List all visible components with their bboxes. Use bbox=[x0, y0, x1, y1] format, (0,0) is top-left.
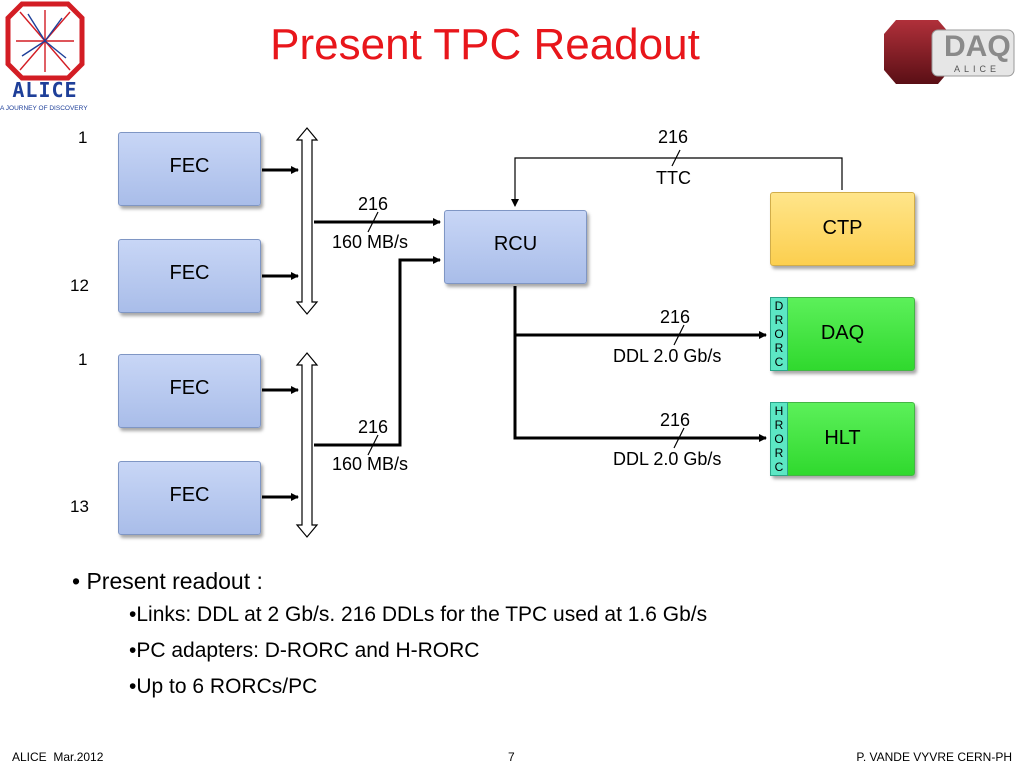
hlt-link-rate: DDL 2.0 Gb/s bbox=[613, 449, 722, 469]
bullet-sub: •Links: DDL at 2 Gb/s. 216 DDLs for the … bbox=[129, 603, 708, 626]
hlt-box: HLT bbox=[770, 402, 915, 476]
bullet-sub: •Up to 6 RORCs/PC bbox=[129, 675, 318, 698]
rorc-letter: O bbox=[774, 432, 784, 446]
drorc-tag: D R O R C bbox=[770, 297, 788, 371]
fec-index-label: 13 bbox=[70, 497, 89, 516]
daq-link-rate: DDL 2.0 Gb/s bbox=[613, 346, 722, 366]
fec-box: FEC bbox=[118, 354, 261, 428]
footer-left: ALICE Mar.2012 bbox=[12, 750, 104, 764]
alice-logo-name: ALICE bbox=[12, 78, 78, 102]
daq-logo-sub: ALICE bbox=[954, 64, 1001, 74]
footer-right: P. VANDE VYVRE CERN-PH bbox=[856, 750, 1012, 764]
fec-index-label: 1 bbox=[78, 128, 88, 147]
page-title: Present TPC Readout bbox=[270, 20, 700, 69]
bullet-sub-text: Links: DDL at 2 Gb/s. 216 DDLs for the T… bbox=[136, 603, 708, 626]
daq-box: DAQ bbox=[770, 297, 915, 371]
rcu-box: RCU bbox=[444, 210, 587, 284]
rorc-letter: R bbox=[774, 446, 784, 460]
upper-link-rate: 160 MB/s bbox=[332, 232, 409, 252]
fec-box: FEC bbox=[118, 132, 261, 206]
rorc-letter: R bbox=[774, 313, 784, 327]
daq-logo-emblem bbox=[884, 20, 1015, 84]
rorc-letter: R bbox=[774, 418, 784, 432]
alice-logo-tagline: A JOURNEY OF DISCOVERY bbox=[0, 105, 88, 112]
rorc-letter: R bbox=[774, 341, 784, 355]
fec-index-label: 12 bbox=[70, 276, 89, 295]
bullet-main-text: Present readout : bbox=[86, 568, 263, 594]
fec-box: FEC bbox=[118, 461, 261, 535]
bullet-list: • Present readout : •Links: DDL at 2 Gb/… bbox=[72, 568, 707, 711]
alice-logo: ALICE A JOURNEY OF DISCOVERY bbox=[0, 0, 120, 120]
fec-box: FEC bbox=[118, 239, 261, 313]
lower-link-rate: 160 MB/s bbox=[332, 454, 409, 474]
ttc-line bbox=[511, 157, 843, 207]
upper-link-count: 216 bbox=[358, 194, 389, 214]
upper-bus-double-arrow bbox=[295, 127, 319, 315]
ttc-link-count: 216 bbox=[658, 127, 689, 147]
rorc-letter: H bbox=[774, 404, 784, 418]
daq-logo: DAQ ALICE bbox=[878, 12, 1018, 92]
rorc-letter: D bbox=[774, 299, 784, 313]
daq-link-count: 216 bbox=[660, 307, 691, 327]
daq-logo-name: DAQ bbox=[944, 30, 1011, 63]
hlt-link-count: 216 bbox=[660, 410, 691, 430]
bullet-sub-text: PC adapters: D-RORC and H-RORC bbox=[136, 639, 480, 662]
ctp-box: CTP bbox=[770, 192, 915, 266]
lower-bus-double-arrow bbox=[295, 352, 319, 538]
rorc-letter: C bbox=[774, 460, 784, 474]
bullet-main: • Present readout : bbox=[72, 568, 263, 594]
ttc-link-name: TTC bbox=[656, 168, 691, 188]
alice-logo-emblem bbox=[5, 1, 85, 81]
rorc-letter: O bbox=[774, 327, 784, 341]
rorc-letter: C bbox=[774, 355, 784, 369]
fec-index-label: 1 bbox=[78, 350, 88, 369]
bullet-sub: •PC adapters: D-RORC and H-RORC bbox=[129, 639, 480, 662]
lower-link-count: 216 bbox=[358, 417, 389, 437]
bullet-sub-text: Up to 6 RORCs/PC bbox=[136, 675, 318, 698]
hrorc-tag: H R O R C bbox=[770, 402, 788, 476]
footer-page-number: 7 bbox=[508, 750, 515, 764]
